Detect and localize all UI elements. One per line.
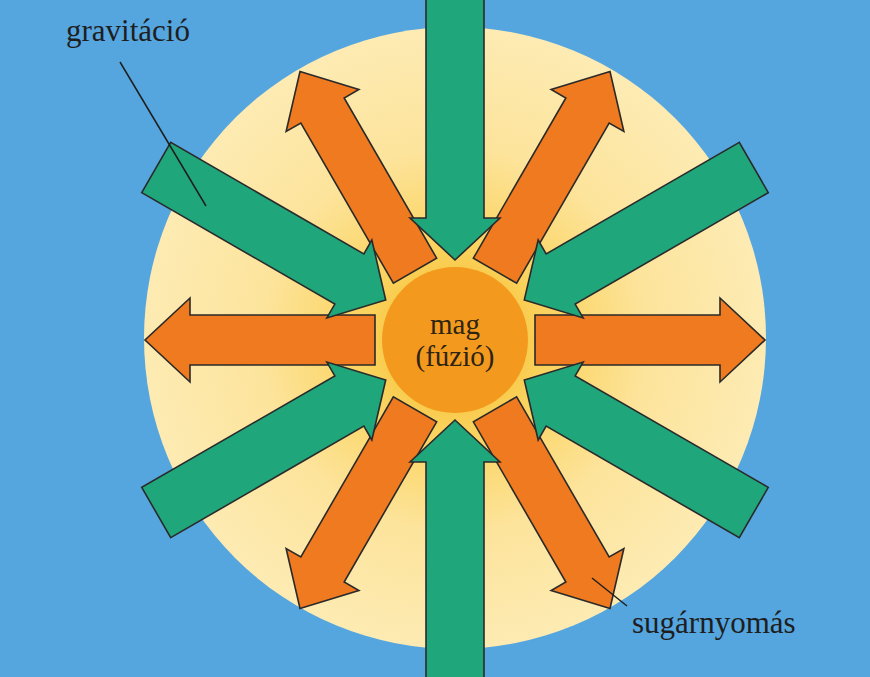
leader-line bbox=[120, 62, 206, 206]
leader-line bbox=[592, 578, 627, 606]
gravity-arrow bbox=[410, 0, 500, 260]
pressure-arrows bbox=[134, 0, 777, 677]
gravity-arrow bbox=[134, 341, 408, 551]
gravity-arrow bbox=[502, 341, 776, 551]
gravity-arrow bbox=[502, 129, 776, 339]
core-circle: mag (fúzió) bbox=[382, 267, 528, 413]
force-label: sugárnyomás bbox=[632, 606, 796, 640]
gravity-arrow bbox=[410, 420, 500, 677]
gravity-arrow bbox=[134, 129, 408, 339]
node-text: mag (fúzió) bbox=[399, 308, 511, 373]
force-label: gravitáció bbox=[66, 14, 190, 48]
